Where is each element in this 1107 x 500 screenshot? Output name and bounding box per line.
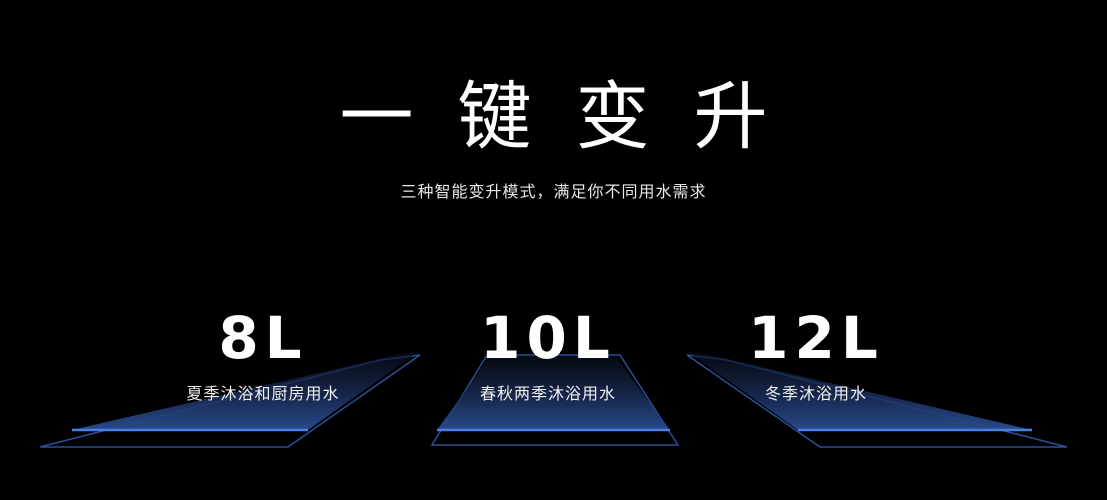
usage-12l: 冬季沐浴用水 [764,384,867,403]
capacity-12l: 12L [748,304,884,372]
capacity-10l: 10L [480,304,616,372]
platform-8l [39,352,421,448]
platform-12l [686,352,1068,448]
capacity-8l: 8L [218,304,308,372]
platform-10l [430,354,680,446]
usage-8l: 夏季沐浴和厨房用水 [186,384,340,403]
page-title: 一键变升 [339,74,812,160]
page-subtitle: 三种智能变升模式，满足你不同用水需求 [400,182,707,201]
usage-10l: 春秋两季沐浴用水 [479,384,616,403]
